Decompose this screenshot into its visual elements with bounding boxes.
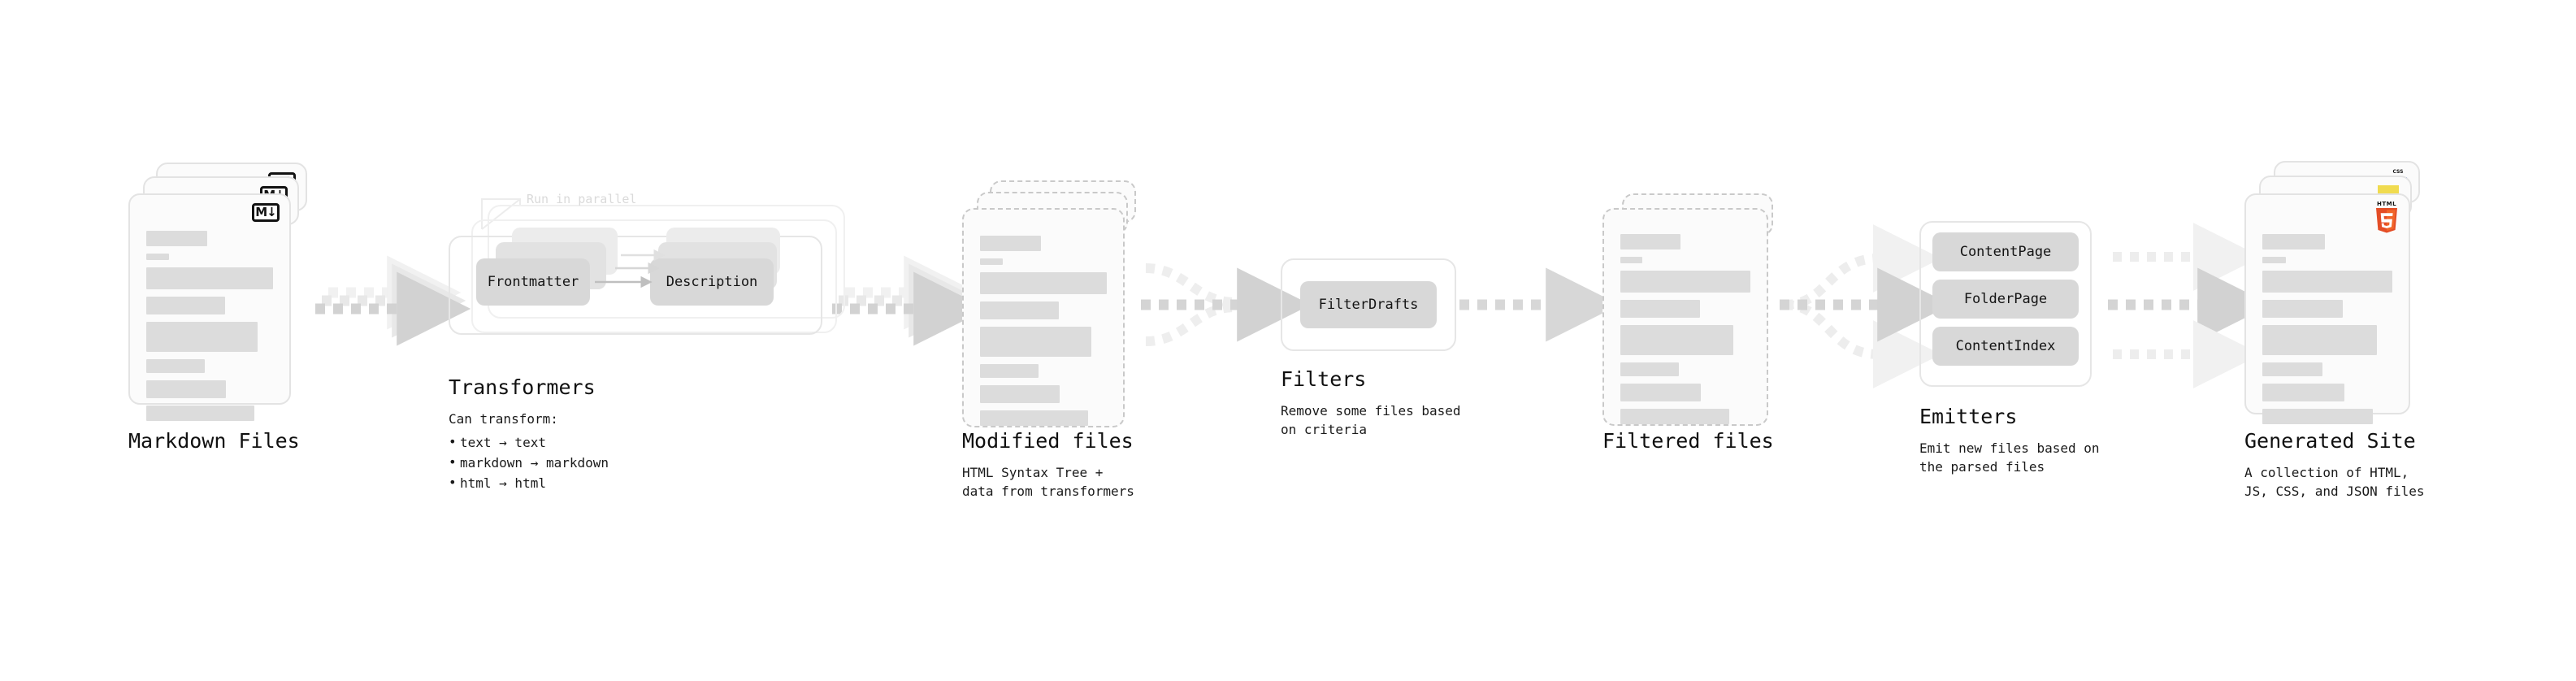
stage-subtitle: HTML Syntax Tree + data from transformer… (962, 465, 1134, 500)
caption-filters: Filters Remove some files based on crite… (1281, 367, 1461, 439)
placeholder-bar (2262, 271, 2392, 293)
placeholder-bar (146, 406, 254, 421)
stage-title: Transformers (449, 375, 596, 399)
arrow-emitters-to-site (2108, 223, 2272, 388)
chip-contentpage[interactable]: ContentPage (1932, 232, 2079, 271)
placeholder-bar (2262, 384, 2344, 401)
placeholder-bar (980, 385, 1060, 403)
placeholder-bar (2262, 234, 2325, 249)
transform-bullet-list: text → text markdown → markdown html → h… (449, 432, 609, 494)
list-item: text → text (449, 432, 609, 453)
arrow-filtered-to-emitters (1780, 224, 1952, 388)
placeholder-bar (1620, 271, 1750, 293)
markdown-card-front: M↓ (128, 193, 291, 421)
placeholder-bar (980, 327, 1092, 357)
stage-title: Markdown Files (128, 429, 300, 453)
html5-icon: HTML (2374, 201, 2399, 233)
document-placeholder-bars (980, 236, 1107, 433)
chip-frontmatter[interactable]: Frontmatter (476, 258, 590, 306)
placeholder-bar (2262, 300, 2344, 318)
stage-filters: FilterDrafts (1281, 258, 1459, 354)
caption-generated-site: Generated Site A collection of HTML, JS,… (2244, 429, 2425, 501)
placeholder-bar (1620, 257, 1643, 263)
run-in-parallel-label: Run in parallel (527, 192, 637, 206)
caption-filtered-files: Filtered files (1602, 429, 1774, 453)
list-item: markdown → markdown (449, 453, 609, 474)
stage-subtitle: Emit new files based on the parsed files (1919, 440, 2100, 475)
placeholder-bar (1620, 234, 1680, 249)
stage-emitters: ContentPage FolderPage ContentIndex (1919, 221, 2106, 392)
placeholder-bar (146, 267, 273, 289)
placeholder-bar (980, 272, 1107, 294)
stage-subtitle: Remove some files based on criteria (1281, 403, 1461, 438)
stage-title: Emitters (1919, 405, 2018, 428)
placeholder-bar (980, 410, 1088, 426)
placeholder-bar (146, 380, 227, 398)
chip-description[interactable]: Description (650, 258, 774, 306)
chip-contentindex[interactable]: ContentIndex (1932, 327, 2079, 366)
placeholder-bar (146, 297, 225, 314)
placeholder-bar (2262, 257, 2286, 263)
arrow-markdown-to-transformers (315, 255, 471, 346)
caption-markdown-files: Markdown Files (128, 429, 300, 453)
emitters-panel (1919, 221, 2092, 387)
placeholder-bar (1620, 409, 1730, 424)
css3-label: CSS (2392, 169, 2404, 175)
placeholder-bar (1620, 362, 1679, 376)
stage-title: Filters (1281, 367, 1367, 391)
document-placeholder-bars (1620, 234, 1750, 432)
stage-transformers: Frontmatter Description (449, 205, 855, 367)
list-item: html → html (449, 473, 609, 494)
stage-markdown-files: M↓ M↓ M↓ (128, 163, 315, 423)
placeholder-bar (980, 364, 1039, 378)
placeholder-bar (980, 258, 1004, 265)
transformers-panel-back1 (471, 219, 837, 333)
html5-label: HTML (2376, 201, 2397, 207)
stage-subtitle: Can transform: (449, 411, 558, 427)
placeholder-bar (146, 231, 207, 246)
html5-shield-glyph: HTML (2374, 201, 2399, 233)
arrow-modified-to-filters (1141, 263, 1312, 346)
stage-subtitle: A collection of HTML, JS, CSS, and JSON … (2244, 465, 2425, 500)
filtered-card-front (1602, 208, 1768, 426)
placeholder-bar (980, 236, 1041, 251)
site-card-front-html: HTML (2244, 193, 2410, 424)
stage-title: Modified files (962, 429, 1134, 453)
placeholder-bar (146, 359, 205, 373)
placeholder-bar (146, 322, 258, 352)
placeholder-bar (1620, 300, 1700, 318)
transformer-inner-arrows (595, 249, 666, 288)
stage-generated-site: CSS HTML (2244, 161, 2439, 429)
placeholder-bar (980, 301, 1059, 319)
placeholder-bar (2262, 325, 2377, 355)
document-placeholder-bars (146, 231, 273, 428)
placeholder-bar (2262, 362, 2322, 376)
chip-filterdrafts[interactable]: FilterDrafts (1300, 281, 1437, 328)
placeholder-bar (2262, 409, 2373, 424)
caption-modified-files: Modified files HTML Syntax Tree + data f… (962, 429, 1134, 501)
stage-filtered-files (1602, 193, 1789, 453)
markdown-icon: M↓ (252, 203, 280, 222)
filters-panel (1281, 258, 1456, 351)
placeholder-bar (1620, 325, 1734, 355)
transformers-panel-front (449, 236, 822, 335)
caption-emitters: Emitters Emit new files based on the par… (1919, 405, 2100, 476)
placeholder-bar (1620, 384, 1702, 401)
caption-transformers: Transformers Can transform: text → text … (449, 375, 609, 494)
stage-modified-files (962, 180, 1149, 440)
stage-title: Filtered files (1602, 429, 1774, 453)
chip-folderpage[interactable]: FolderPage (1932, 280, 2079, 319)
modified-card-front (962, 208, 1125, 427)
stage-title: Generated Site (2244, 429, 2416, 453)
document-placeholder-bars (2262, 234, 2392, 432)
placeholder-bar (146, 254, 170, 260)
markdown-logo-glyph: M↓ (252, 203, 280, 222)
